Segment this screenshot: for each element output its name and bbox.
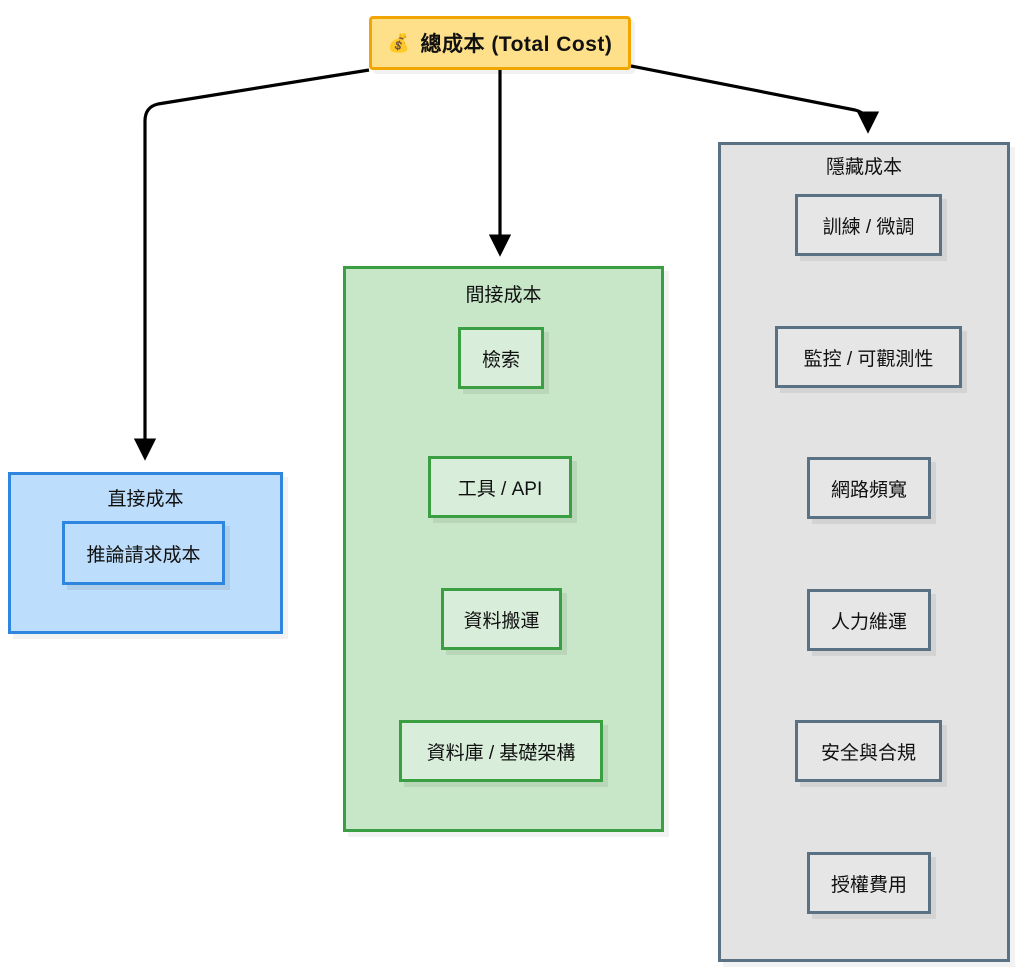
total-cost-node[interactable]: 💰 總成本 (Total Cost) xyxy=(369,16,631,70)
cluster-indirect-cost-title: 間接成本 xyxy=(465,285,542,306)
edge-total-to-hidden xyxy=(630,64,880,134)
money-bag-icon: 💰 xyxy=(387,33,411,53)
node-tools-api[interactable]: 工具 / API xyxy=(428,456,572,518)
node-label: 網路頻寬 xyxy=(830,479,907,501)
node-label: 推論請求成本 xyxy=(86,544,201,566)
cluster-direct-cost-title: 直接成本 xyxy=(107,489,184,510)
edge-total-to-direct xyxy=(133,68,370,461)
node-inference-request-cost[interactable]: 推論請求成本 xyxy=(62,521,225,585)
node-label: 安全與合規 xyxy=(820,742,916,764)
node-security-compliance[interactable]: 安全與合規 xyxy=(795,720,942,782)
node-label: 訓練 / 微調 xyxy=(822,216,915,238)
node-retrieval[interactable]: 檢索 xyxy=(458,327,544,389)
cluster-hidden-cost[interactable]: 隱藏成本 xyxy=(718,142,1010,962)
node-licensing-fees[interactable]: 授權費用 xyxy=(807,852,931,914)
node-label: 資料搬運 xyxy=(463,610,540,632)
cluster-hidden-cost-title: 隱藏成本 xyxy=(825,157,902,178)
node-label: 資料庫 / 基礎架構 xyxy=(426,742,576,764)
node-label: 人力維運 xyxy=(830,611,907,633)
node-label: 工具 / API xyxy=(457,478,543,500)
node-label: 監控 / 可觀測性 xyxy=(803,348,934,370)
node-monitoring-observability[interactable]: 監控 / 可觀測性 xyxy=(775,326,962,388)
node-data-transfer[interactable]: 資料搬運 xyxy=(441,588,562,650)
node-human-operations[interactable]: 人力維運 xyxy=(807,589,931,651)
node-training-finetuning[interactable]: 訓練 / 微調 xyxy=(795,194,942,256)
node-label: 授權費用 xyxy=(830,874,907,896)
node-network-bandwidth[interactable]: 網路頻寬 xyxy=(807,457,931,519)
total-cost-label: 總成本 (Total Cost) xyxy=(420,33,613,56)
node-label: 檢索 xyxy=(481,349,520,371)
node-database-infrastructure[interactable]: 資料庫 / 基礎架構 xyxy=(399,720,603,782)
